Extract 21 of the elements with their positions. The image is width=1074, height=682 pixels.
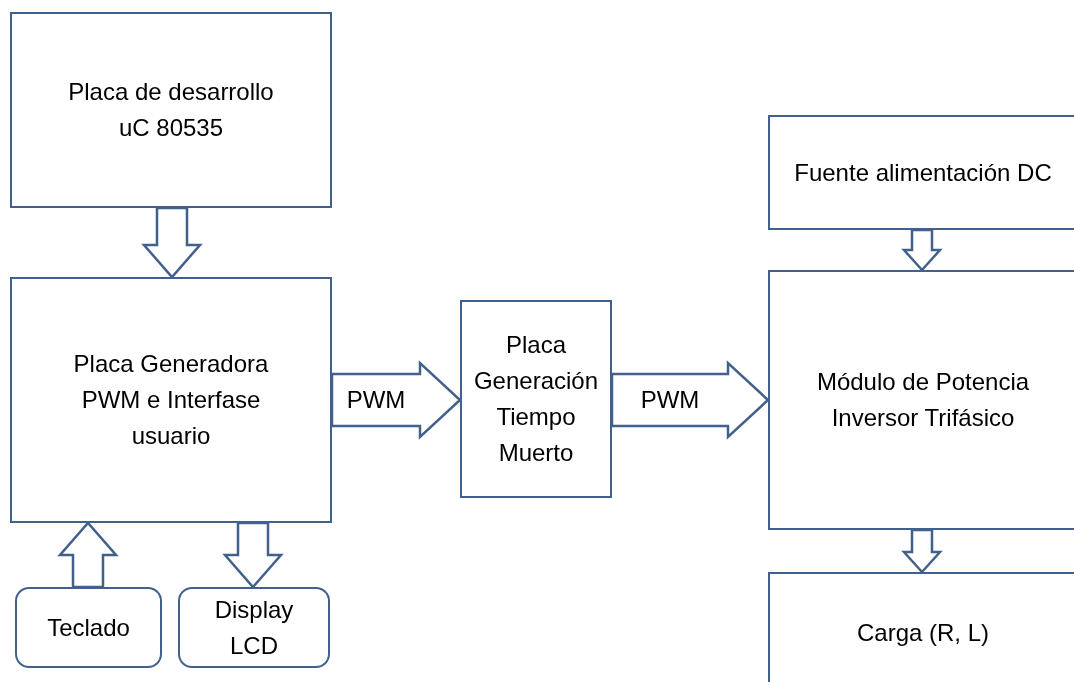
process-box: [10, 12, 332, 208]
process-box: [768, 270, 1074, 530]
block-arrow: [222, 521, 284, 589]
box-label: Teclado: [47, 612, 130, 643]
process-box: [460, 300, 612, 498]
process-box: [768, 115, 1074, 230]
box-label: Display LCD: [213, 594, 295, 661]
block-arrow: [141, 206, 203, 279]
block-arrow: [901, 228, 943, 272]
process-box: [768, 572, 1074, 682]
box-label: Placa Generación Tiempo Muerto: [472, 330, 600, 468]
block-arrow: [901, 528, 943, 574]
process-box: [10, 277, 332, 523]
box-label: Placa de desarrollo uC 80535: [67, 77, 275, 143]
box-label: Carga (R, L): [856, 618, 989, 648]
block-arrow: [57, 521, 119, 589]
rounded-box: [15, 587, 162, 668]
box-label: Módulo de Potencia Inversor Trifásico: [815, 367, 1031, 433]
box-label: Placa Generadora PWM e Interfase usuario: [72, 349, 270, 451]
rounded-box: [178, 587, 330, 668]
box-label: Fuente alimentación DC: [794, 157, 1052, 188]
